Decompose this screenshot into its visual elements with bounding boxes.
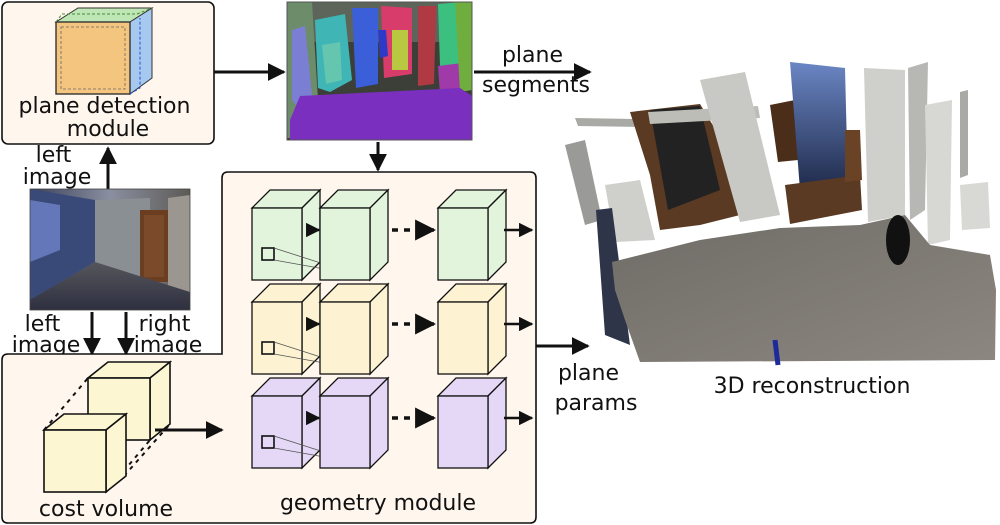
plane-segmentation-image	[286, 1, 473, 141]
3d-reconstruction-label: 3D reconstruction	[714, 374, 911, 399]
geometry-cube	[436, 282, 508, 376]
right-image-label: right image	[134, 312, 203, 358]
plane-segments-label: plane segments	[482, 43, 590, 98]
plane-params-label: plane params	[555, 361, 638, 416]
plane-detection-icon	[54, 7, 154, 95]
geometry-cube	[318, 376, 390, 470]
cost-volume-label: cost volume	[39, 497, 173, 522]
plane-detection-label: plane detection module	[19, 94, 198, 142]
geometry-cube	[318, 188, 390, 282]
left-image-label-top: left image	[23, 143, 92, 190]
geometry-cube	[318, 282, 390, 376]
plane-detection-box: plane detection module	[1, 1, 215, 145]
geometry-cube	[436, 376, 508, 470]
geometry-cube	[250, 282, 331, 376]
geometry-cube	[250, 376, 331, 470]
3d-reconstruction-render	[565, 62, 996, 366]
geometry-module-label: geometry module	[280, 491, 476, 516]
left-input-image	[29, 188, 191, 311]
geometry-module-grid	[250, 188, 534, 470]
geometry-cube	[436, 188, 508, 282]
cost-volume-icon	[41, 360, 173, 494]
left-image-label-bottom: left image	[12, 312, 81, 358]
